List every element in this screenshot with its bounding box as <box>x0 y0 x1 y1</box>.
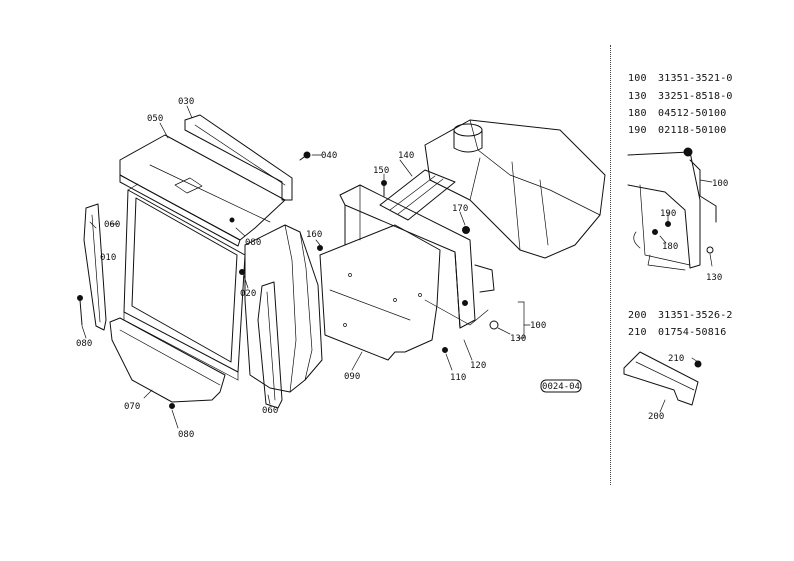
upper-cross-bracket <box>379 169 456 221</box>
callout-060-left: 060 <box>104 220 120 230</box>
top-cover-plate <box>119 134 286 247</box>
top-bracket <box>184 114 293 201</box>
callout-020: 020 <box>240 289 256 299</box>
callout-120: 120 <box>470 361 486 371</box>
mounting-plate <box>319 224 441 361</box>
callout-080-top: 080 <box>245 238 261 248</box>
frame-assembly <box>339 184 495 329</box>
callout-170: 170 <box>452 204 468 214</box>
callout-060-right: 060 <box>262 406 278 416</box>
drawing-stamp: 0024-04 <box>540 379 582 393</box>
callout-080-bottom: 080 <box>178 430 194 440</box>
inset-callout-130: 130 <box>706 273 722 283</box>
inset-callout-100: 100 <box>712 179 728 189</box>
hardware <box>77 151 499 409</box>
right-side-bracket <box>257 281 283 409</box>
callout-140: 140 <box>398 151 414 161</box>
callout-labels: 050 030 040 060 010 080 020 080 070 080 … <box>76 97 728 440</box>
callout-080-left: 080 <box>76 339 92 349</box>
callout-110: 110 <box>450 373 466 383</box>
callout-040: 040 <box>321 151 337 161</box>
radiator-core <box>123 183 246 381</box>
inset-b-detail <box>623 351 702 413</box>
callout-050: 050 <box>147 114 163 124</box>
inset-a-detail <box>627 147 717 271</box>
fuel-tank <box>424 119 606 259</box>
inset-callout-190: 190 <box>660 209 676 219</box>
callout-010: 010 <box>100 253 116 263</box>
callout-030: 030 <box>178 97 194 107</box>
leader-lines <box>81 105 531 429</box>
left-side-bracket <box>83 203 107 331</box>
inset-callout-180: 180 <box>662 242 678 252</box>
section-divider <box>610 45 611 485</box>
callout-160: 160 <box>306 230 322 240</box>
bottom-baffle <box>109 317 226 403</box>
radiator-shroud <box>244 224 323 393</box>
callout-130: 130 <box>510 334 526 344</box>
inset-callout-200: 200 <box>648 412 664 422</box>
inset-callout-210: 210 <box>668 354 684 364</box>
callout-070: 070 <box>124 402 140 412</box>
stamp-label: 0024-04 <box>542 382 580 392</box>
callout-150: 150 <box>373 166 389 176</box>
callout-100: 100 <box>530 321 546 331</box>
callout-090: 090 <box>344 372 360 382</box>
